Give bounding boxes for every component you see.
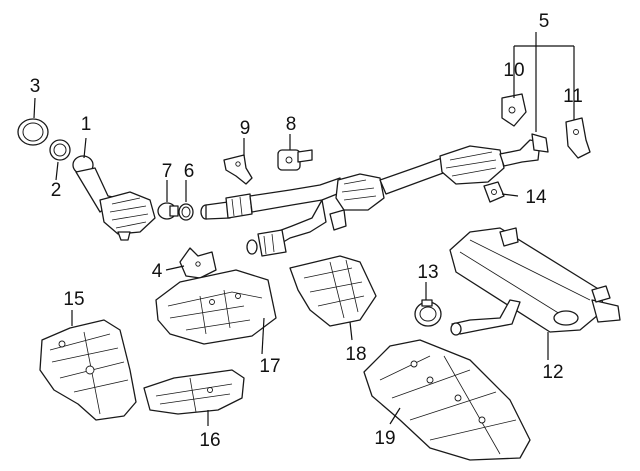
- callout-7: 7: [162, 161, 173, 182]
- callout-15: 15: [63, 289, 84, 310]
- part-2-gasket: [49, 139, 71, 161]
- part-11-hanger: [565, 117, 591, 159]
- part-13-clamp: [414, 299, 442, 327]
- part-8-hanger: [277, 149, 313, 171]
- callout-6: 6: [184, 161, 195, 182]
- part-16-heat-shield: [143, 369, 245, 415]
- part-6-gasket: [178, 203, 194, 221]
- part-12-rear-muffler: [449, 227, 621, 336]
- part-1-front-converter: [72, 155, 156, 241]
- part-7-clamp: [157, 202, 179, 220]
- callout-9: 9: [240, 118, 251, 139]
- callout-10: 10: [503, 60, 524, 81]
- callout-labels: 1 2 3 4 5 6 7 8 9 10 11 12 13 14 15 16 1…: [30, 11, 583, 451]
- callout-1: 1: [81, 114, 92, 135]
- callout-2: 2: [51, 180, 62, 201]
- callout-18: 18: [345, 344, 366, 365]
- intermediate-pipe-assembly: [200, 133, 549, 257]
- part-3-clamp: [17, 118, 49, 146]
- callout-13: 13: [417, 262, 438, 283]
- callout-3: 3: [30, 76, 41, 97]
- part-17-heat-shield: [155, 269, 277, 345]
- part-14-mount: [483, 181, 505, 203]
- callout-8: 8: [286, 114, 297, 135]
- callout-11: 11: [563, 86, 583, 107]
- callout-17: 17: [259, 356, 280, 377]
- callout-16: 16: [199, 430, 220, 451]
- leader-lines: [33, 32, 575, 426]
- part-18-heat-shield: [289, 255, 377, 327]
- part-4-bracket: [179, 247, 217, 279]
- callout-5: 5: [539, 11, 550, 32]
- callout-12: 12: [542, 362, 563, 383]
- part-15-heat-shield: [39, 319, 137, 421]
- callout-14: 14: [525, 187, 547, 208]
- callout-19: 19: [374, 428, 395, 449]
- part-9-bracket: [223, 154, 253, 185]
- part-10-hanger: [501, 93, 527, 127]
- callout-4: 4: [152, 261, 163, 282]
